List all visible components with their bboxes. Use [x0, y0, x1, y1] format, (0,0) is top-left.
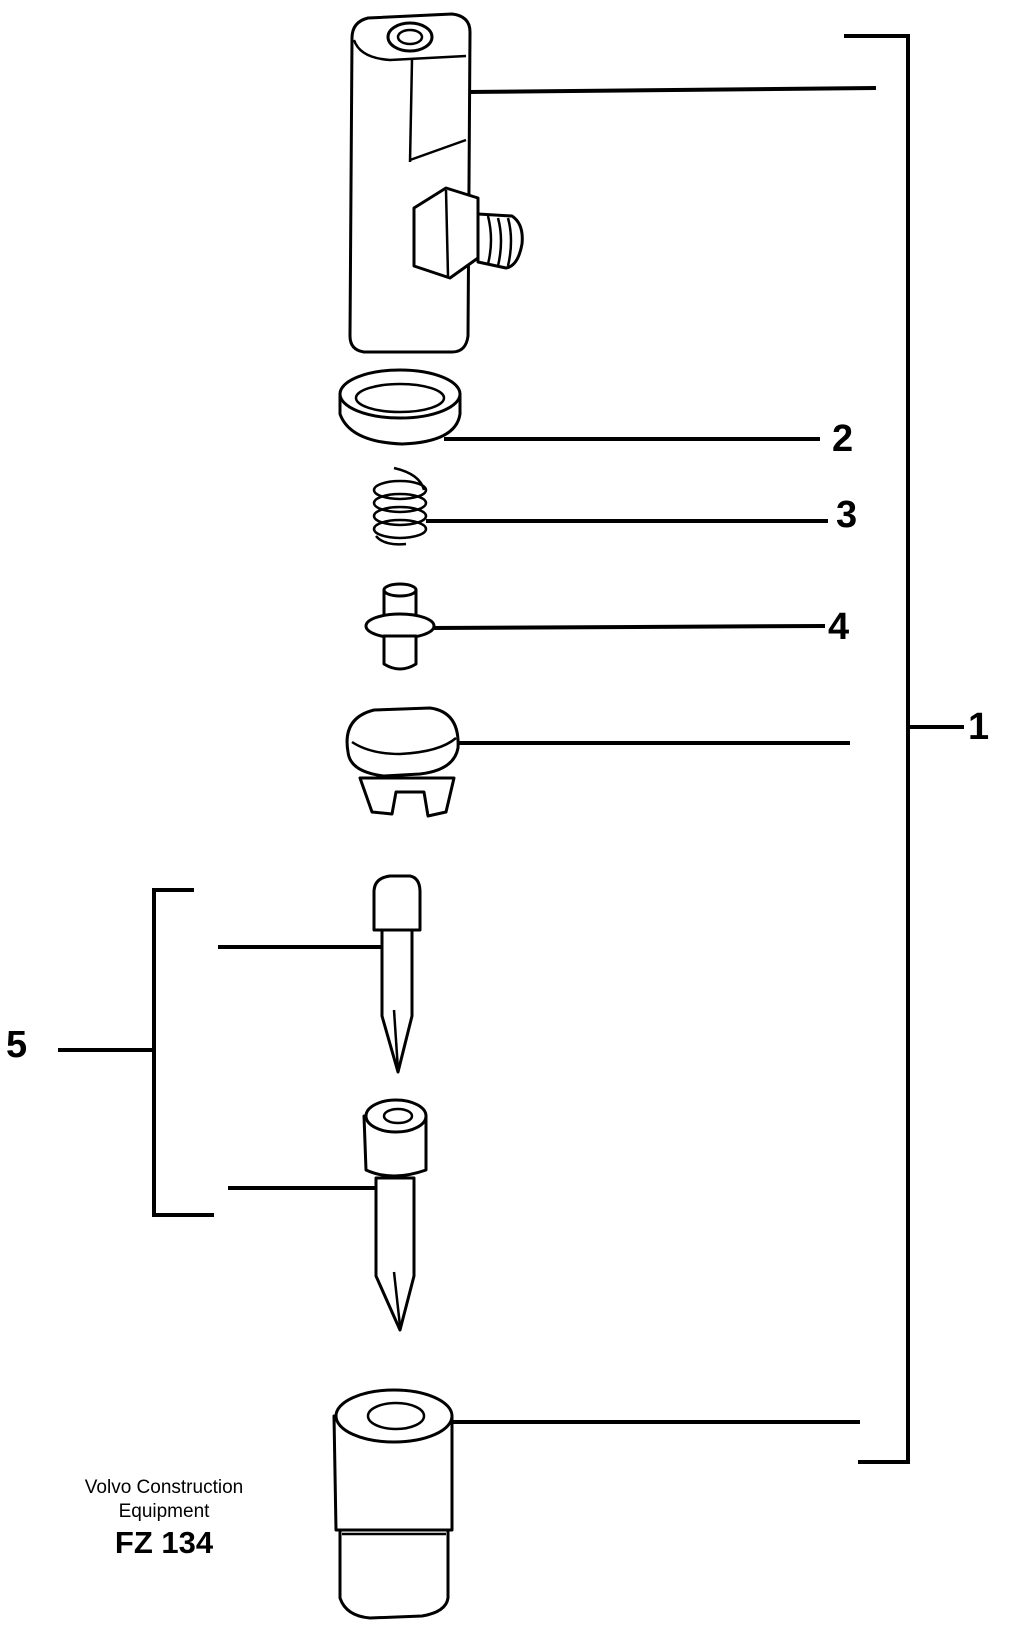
leader-lines — [218, 85, 877, 1424]
injector-holder-body — [348, 12, 524, 354]
caption-company-line1: Volvo Construction — [84, 1477, 244, 1498]
valve — [364, 582, 436, 671]
callout-4: 4 — [828, 606, 850, 648]
nozzle-needle-lower — [362, 1098, 428, 1332]
group-bracket-5 — [58, 888, 214, 1217]
sealing-ring — [338, 368, 462, 446]
nozzle-needle-upper — [372, 874, 422, 1074]
nozzle-nut — [332, 1388, 454, 1620]
callout-5: 5 — [6, 1024, 28, 1066]
group-bracket-1 — [844, 34, 964, 1464]
callout-2: 2 — [832, 418, 854, 460]
callout-1: 1 — [968, 706, 990, 748]
spring — [372, 466, 428, 546]
caption-company-line2: Equipment — [118, 1501, 210, 1522]
figure-code: FZ 134 — [114, 1525, 214, 1560]
callout-3: 3 — [836, 494, 858, 536]
caption-block: Volvo Construction Equipment FZ 134 — [52, 1476, 276, 1562]
spring-seat-cap — [345, 706, 460, 818]
